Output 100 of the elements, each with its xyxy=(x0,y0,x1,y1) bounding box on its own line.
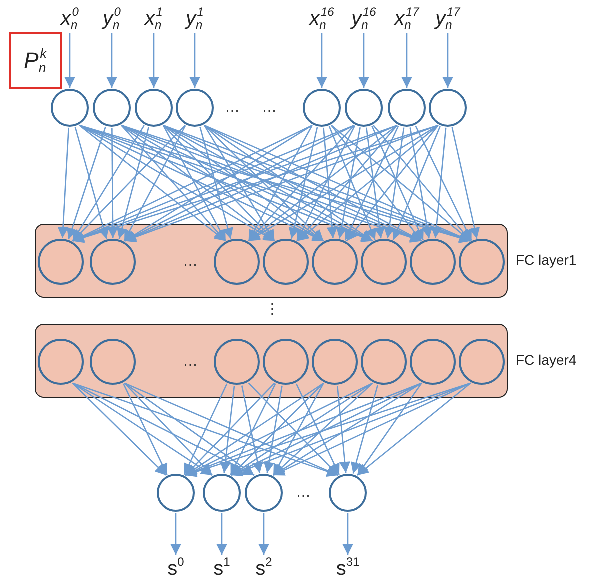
arrow xyxy=(72,382,255,476)
arrow xyxy=(241,386,264,474)
arrow xyxy=(230,384,276,476)
arrow xyxy=(442,33,454,88)
neuron-circle xyxy=(214,239,260,285)
neuron-circle xyxy=(176,89,214,127)
neuron-circle xyxy=(51,89,89,127)
arrow xyxy=(72,382,339,478)
arrow xyxy=(342,513,354,555)
output-label: s$^{1}$ xyxy=(202,555,242,581)
neuron-circle xyxy=(38,339,84,385)
arrow xyxy=(163,125,276,242)
arrow xyxy=(344,126,400,241)
arrow xyxy=(123,384,168,476)
arrow xyxy=(273,382,472,476)
neuron-circle xyxy=(345,89,383,127)
arrow xyxy=(248,125,313,242)
arrow xyxy=(124,382,339,476)
arrow xyxy=(336,386,350,474)
neuron-circle xyxy=(38,239,84,285)
arrow xyxy=(273,382,422,476)
neuron-circle xyxy=(135,89,173,127)
neuron-circle xyxy=(263,239,309,285)
ellipsis: … xyxy=(183,354,198,369)
output-label: s$^{0}$ xyxy=(156,555,196,581)
arrow xyxy=(373,125,472,242)
arrow xyxy=(124,382,255,476)
arrow xyxy=(185,382,324,476)
neuron-circle xyxy=(203,474,241,512)
ellipsis: … xyxy=(183,254,198,269)
arrow xyxy=(185,382,422,477)
layer-band xyxy=(35,324,508,398)
neuron-circle xyxy=(312,239,358,285)
output-label: s$^{31}$ xyxy=(328,555,368,581)
arrow xyxy=(108,128,118,238)
arrow xyxy=(64,33,76,88)
arrow xyxy=(67,126,106,240)
arrow xyxy=(248,125,398,242)
neuron-circle xyxy=(410,339,456,385)
neuron-circle xyxy=(90,339,136,385)
arrow xyxy=(79,125,226,242)
neuron-circle xyxy=(157,474,195,512)
neuron-circle xyxy=(263,339,309,385)
arrow xyxy=(248,125,355,242)
neuron-circle xyxy=(303,89,341,127)
arrow xyxy=(231,382,422,476)
neuron-circle xyxy=(361,339,407,385)
arrow xyxy=(316,33,328,88)
arrow xyxy=(204,125,324,242)
layer-label: FC layer4 xyxy=(516,352,577,368)
arrow xyxy=(384,128,405,239)
arrow xyxy=(185,382,276,476)
arrow xyxy=(296,384,340,476)
arrow xyxy=(402,33,412,88)
arrow xyxy=(200,127,234,240)
arrow xyxy=(231,382,324,476)
arrow xyxy=(336,128,361,239)
arrow xyxy=(72,125,186,242)
neuron-circle xyxy=(429,89,467,127)
arrow xyxy=(231,382,374,476)
neuron-circle xyxy=(93,89,131,127)
arrow xyxy=(328,126,376,240)
neuron-circle xyxy=(312,339,358,385)
arrow xyxy=(190,33,200,88)
arrow xyxy=(351,385,378,474)
arrow xyxy=(216,513,228,555)
neuron-circle xyxy=(245,474,283,512)
arrow xyxy=(121,125,226,242)
arrow xyxy=(74,127,110,240)
ellipsis: … xyxy=(225,100,240,115)
arrow xyxy=(357,382,472,476)
arrow xyxy=(231,382,472,477)
arrow xyxy=(358,33,370,88)
arrow xyxy=(323,128,338,238)
ellipsis: … xyxy=(296,485,311,500)
arrow xyxy=(410,128,433,239)
arrow xyxy=(264,386,283,474)
arrow xyxy=(72,382,213,476)
layer-label: FC layer1 xyxy=(516,252,577,268)
arrow xyxy=(273,382,374,476)
output-label: s$^{2}$ xyxy=(244,555,284,581)
arrow xyxy=(72,125,145,242)
arrow xyxy=(58,128,70,238)
arrow xyxy=(288,127,318,240)
arrow xyxy=(366,128,386,239)
arrow xyxy=(331,125,422,242)
arrow xyxy=(297,125,398,242)
arrow xyxy=(392,126,441,240)
arrow xyxy=(106,33,118,88)
arrow xyxy=(220,386,236,474)
arrow xyxy=(248,125,439,242)
arrow xyxy=(185,382,471,478)
arrow xyxy=(248,382,339,476)
arrow xyxy=(372,126,424,241)
neuron-circle xyxy=(329,474,367,512)
arrow xyxy=(452,127,480,240)
arrow xyxy=(331,125,472,242)
arrow xyxy=(346,125,439,242)
arrow xyxy=(296,126,356,242)
vertical-ellipsis: ⋮ xyxy=(265,302,280,317)
